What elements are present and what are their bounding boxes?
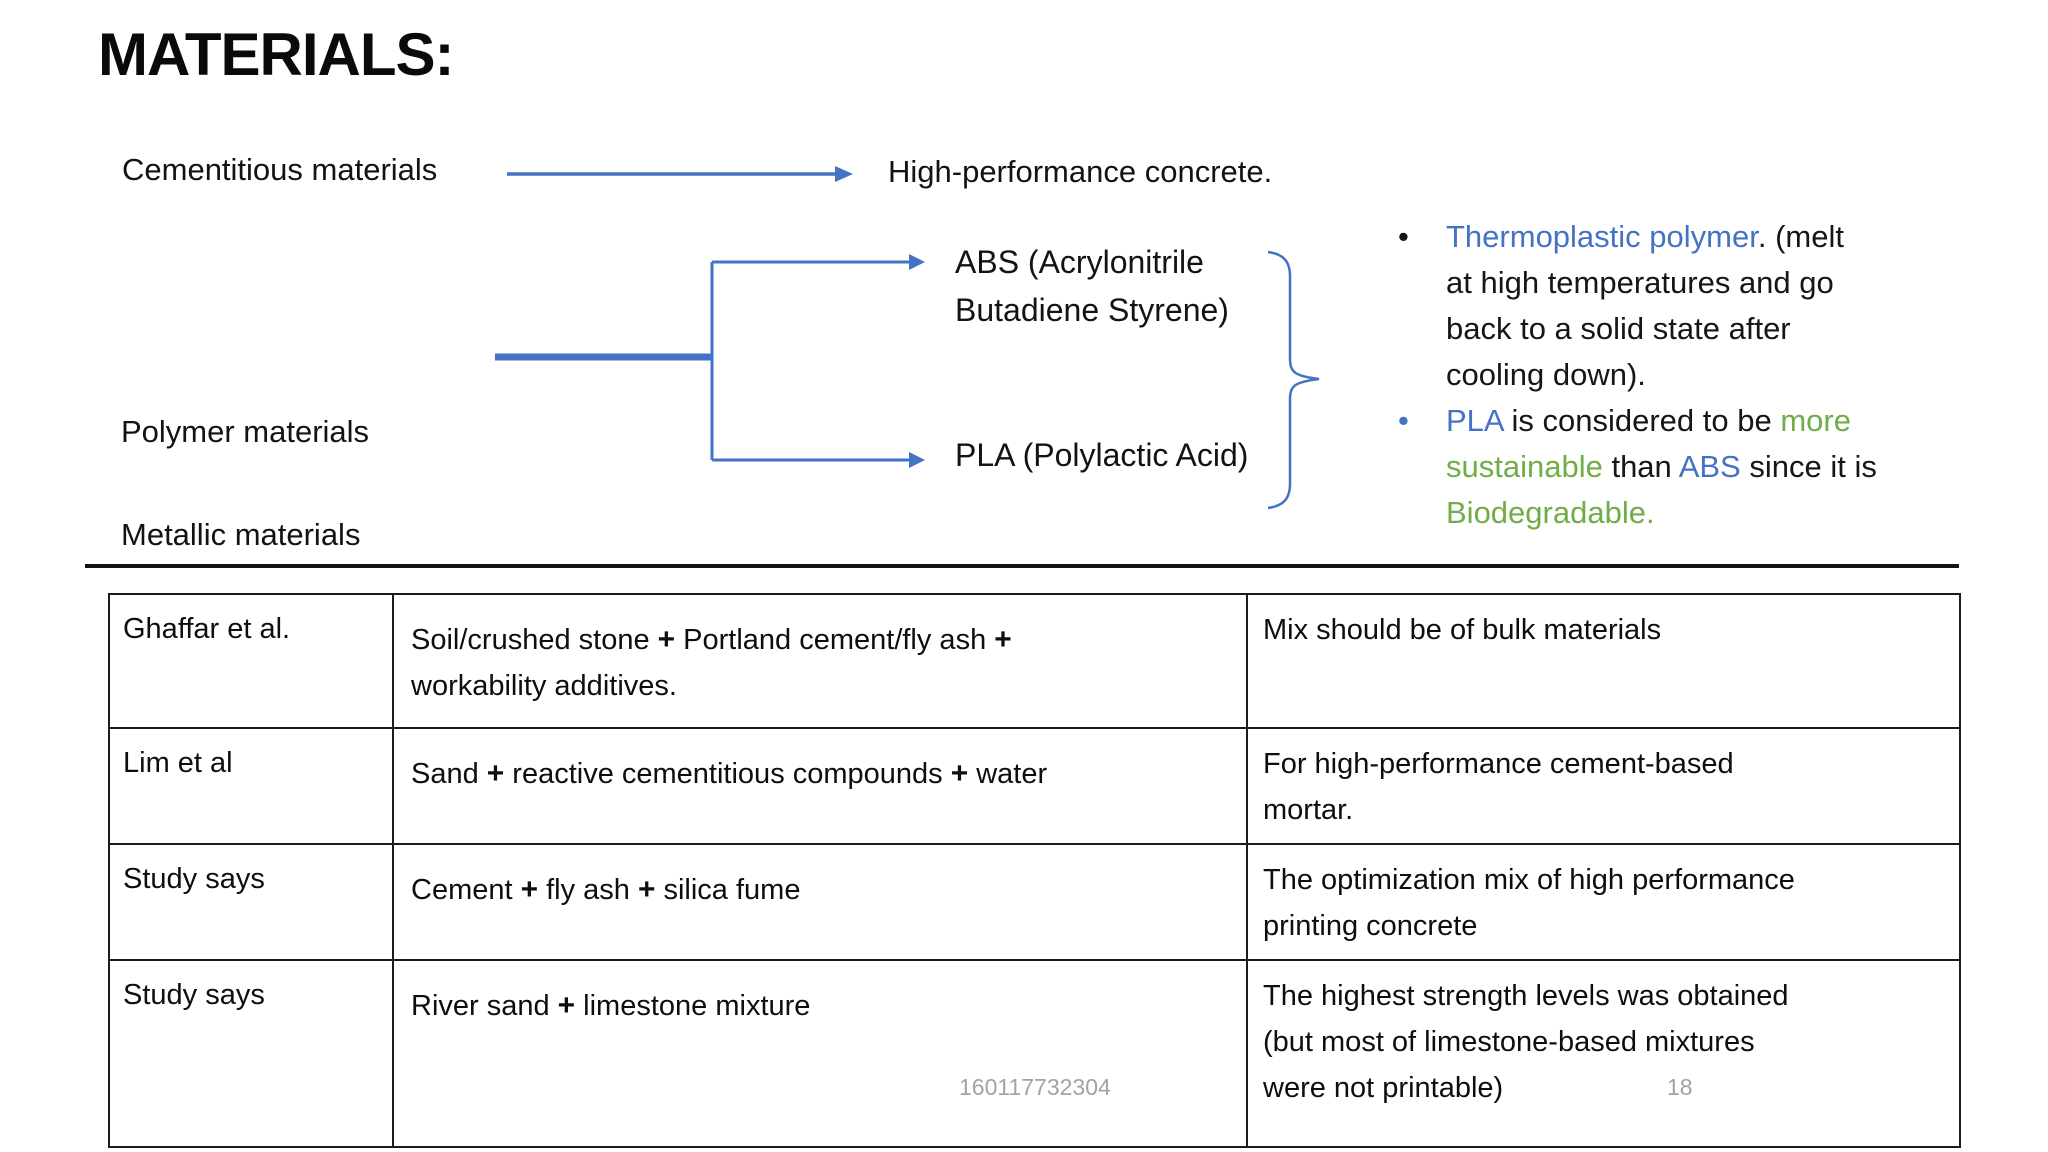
mix-text: fly ash: [538, 874, 638, 906]
author-cell: Study says: [108, 959, 394, 1148]
plus-icon: +: [557, 989, 576, 1022]
note-cell: For high-performance cement-based mortar…: [1246, 727, 1961, 845]
bullet-pla-sustainable: • PLA is considered to be more sustainab…: [1388, 398, 2000, 536]
bullet-text-segment: Thermoplastic polymer: [1446, 219, 1758, 254]
mix-cell: Sand + reactive cementitious compounds +…: [392, 727, 1248, 845]
plus-icon: +: [994, 623, 1012, 656]
label-metallic-materials: Metallic materials: [121, 517, 361, 552]
bullet-text-segment: Biodegradable.: [1446, 495, 1655, 530]
mix-text: water: [968, 758, 1048, 790]
note-text: (but most of limestone-based mixtures: [1263, 1026, 1755, 1058]
mix-text: Cement: [411, 874, 521, 906]
bullet-text-segment: at high temperatures and go: [1446, 265, 1834, 300]
bullet-text-segment: sustainable: [1446, 449, 1603, 484]
plus-icon: +: [520, 873, 539, 906]
plus-icon: +: [637, 873, 656, 906]
table-row: Study says River sand + limestone mixtur…: [108, 959, 1961, 1148]
bullet-text-segment: . (melt: [1757, 219, 1844, 254]
branch-connector-icon: [495, 254, 925, 468]
bullet-text-segment: back to a solid state after: [1446, 311, 1791, 346]
bullet-text-segment: cooling down).: [1446, 357, 1646, 392]
note-text: For high-performance cement-based: [1263, 748, 1734, 780]
mix-text: silica fume: [655, 874, 801, 906]
note-text: The optimization mix of high performance: [1263, 864, 1795, 896]
plus-icon: +: [657, 623, 676, 656]
notes-bullet-list: • Thermoplastic polymer. (melt at high t…: [1388, 214, 2000, 536]
note-text: were not printable): [1263, 1072, 1504, 1104]
mix-text: workability additives.: [411, 670, 677, 702]
bullet-text-segment: PLA: [1446, 403, 1503, 438]
author-cell: Lim et al: [108, 727, 394, 845]
mix-cell: Soil/crushed stone + Portland cement/fly…: [392, 593, 1248, 729]
bullet-thermoplastic: • Thermoplastic polymer. (melt at high t…: [1388, 214, 2000, 398]
label-high-performance-concrete: High-performance concrete.: [888, 154, 1273, 189]
bullet-dot-icon: •: [1398, 219, 1409, 254]
mix-text: Portland cement/fly ash: [675, 624, 995, 656]
table-row: Lim et al Sand + reactive cementitious c…: [108, 727, 1961, 845]
mix-text: reactive cementitious compounds: [504, 758, 951, 790]
table-row: Study says Cement + fly ash + silica fum…: [108, 843, 1961, 961]
right-arrow-icon: [507, 166, 853, 182]
mix-text: Sand: [411, 758, 487, 790]
author-cell: Study says: [108, 843, 394, 961]
label-cementitious-materials: Cementitious materials: [122, 152, 438, 187]
note-cell: The highest strength levels was obtained…: [1246, 959, 1961, 1148]
note-cell: Mix should be of bulk materials: [1246, 593, 1961, 729]
table-row: Ghaffar et al. Soil/crushed stone + Port…: [108, 593, 1961, 729]
plus-icon: +: [486, 757, 505, 790]
note-cell: The optimization mix of high performance…: [1246, 843, 1961, 961]
note-text: The highest strength levels was obtained: [1263, 980, 1789, 1012]
page-title: MATERIALS:: [98, 21, 455, 88]
note-text: Mix should be of bulk materials: [1263, 614, 1662, 646]
page-number: 18: [1667, 1074, 1693, 1100]
mix-text: Soil/crushed stone: [411, 624, 658, 656]
bullet-text-segment: more: [1780, 403, 1851, 438]
label-polymer-materials: Polymer materials: [121, 414, 370, 449]
mix-cell: River sand + limestone mixture: [392, 959, 1248, 1148]
note-text: printing concrete: [1263, 910, 1478, 942]
horizontal-divider: [85, 564, 1959, 568]
bullet-text-segment: since it is: [1740, 449, 1877, 484]
plus-icon: +: [950, 757, 969, 790]
label-abs: ABS (Acrylonitrile Butadiene Styrene): [955, 244, 1229, 328]
curly-brace-icon: [1267, 250, 1320, 510]
studies-table: Ghaffar et al. Soil/crushed stone + Port…: [108, 593, 1961, 1148]
mix-cell: Cement + fly ash + silica fume: [392, 843, 1248, 961]
author-cell: Ghaffar et al.: [108, 593, 394, 729]
label-pla: PLA (Polylactic Acid): [955, 437, 1249, 473]
footer-id-number: 160117732304: [959, 1074, 1111, 1100]
mix-text: River sand: [411, 990, 558, 1022]
bullet-text-segment: is considered to be: [1502, 403, 1781, 438]
bullet-dot-icon: •: [1398, 403, 1409, 438]
bullet-text-segment: than: [1602, 449, 1679, 484]
mix-text: limestone mixture: [575, 990, 811, 1022]
note-text: mortar.: [1263, 794, 1354, 826]
bullet-text-segment: ABS: [1678, 449, 1741, 484]
